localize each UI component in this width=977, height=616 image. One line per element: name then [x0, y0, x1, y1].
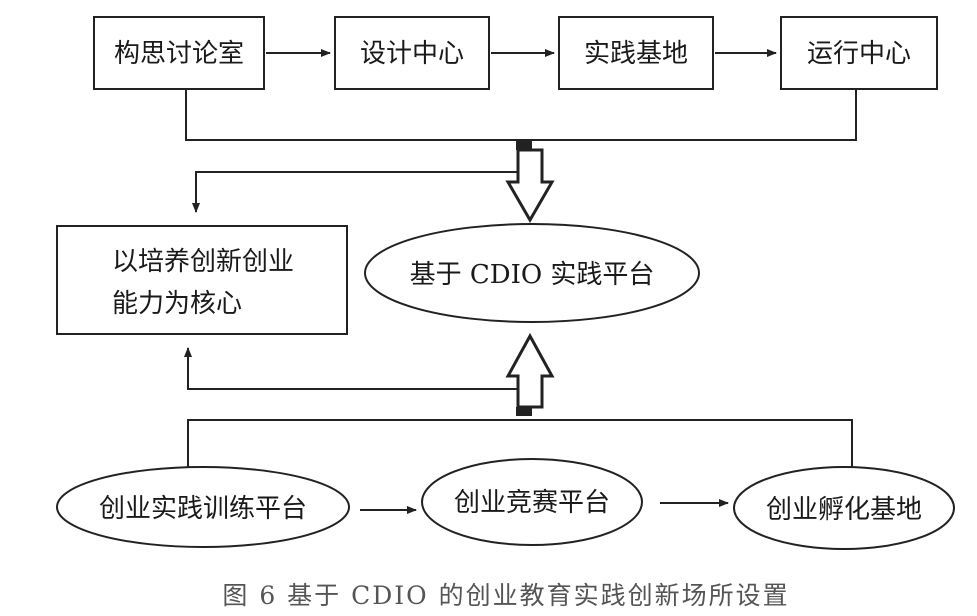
bottom-collector-line: [187, 419, 853, 467]
label-practice-base: 实践基地: [584, 39, 688, 69]
label-core-line1: 以培养创新创业: [112, 247, 294, 277]
ellipse-competition-platform: [421, 458, 643, 546]
box-practice-base: [558, 16, 714, 90]
label-incubation-base: 创业孵化基地: [766, 495, 922, 525]
label-training-platform: 创业实践训练平台: [99, 494, 307, 524]
arrow-to-core-top: [192, 171, 518, 213]
arrow-to-core-bottom: [184, 347, 518, 390]
block-arrow-down: [505, 141, 555, 223]
label-competition-platform: 创业竞赛平台: [454, 488, 610, 518]
label-operation-center: 运行中心: [807, 39, 911, 69]
ellipse-training-platform: [56, 466, 350, 548]
top-collector-line: [185, 89, 857, 141]
block-arrow-up: [505, 332, 555, 416]
figure-caption: 图 6 基于 CDIO 的创业教育实践创新场所设置: [222, 581, 789, 610]
box-core: [56, 225, 348, 335]
ellipse-cdio-platform: [364, 223, 700, 323]
ellipse-incubation-base: [733, 466, 955, 550]
box-operation-center: [780, 16, 938, 90]
label-cdio-platform: 基于 CDIO 实践平台: [410, 260, 655, 290]
label-core-line2: 能力为核心: [112, 289, 242, 319]
box-design-center: [334, 16, 490, 90]
box-ideation-room: [93, 16, 265, 90]
label-design-center: 设计中心: [360, 39, 464, 69]
label-ideation-room: 构思讨论室: [114, 39, 244, 69]
